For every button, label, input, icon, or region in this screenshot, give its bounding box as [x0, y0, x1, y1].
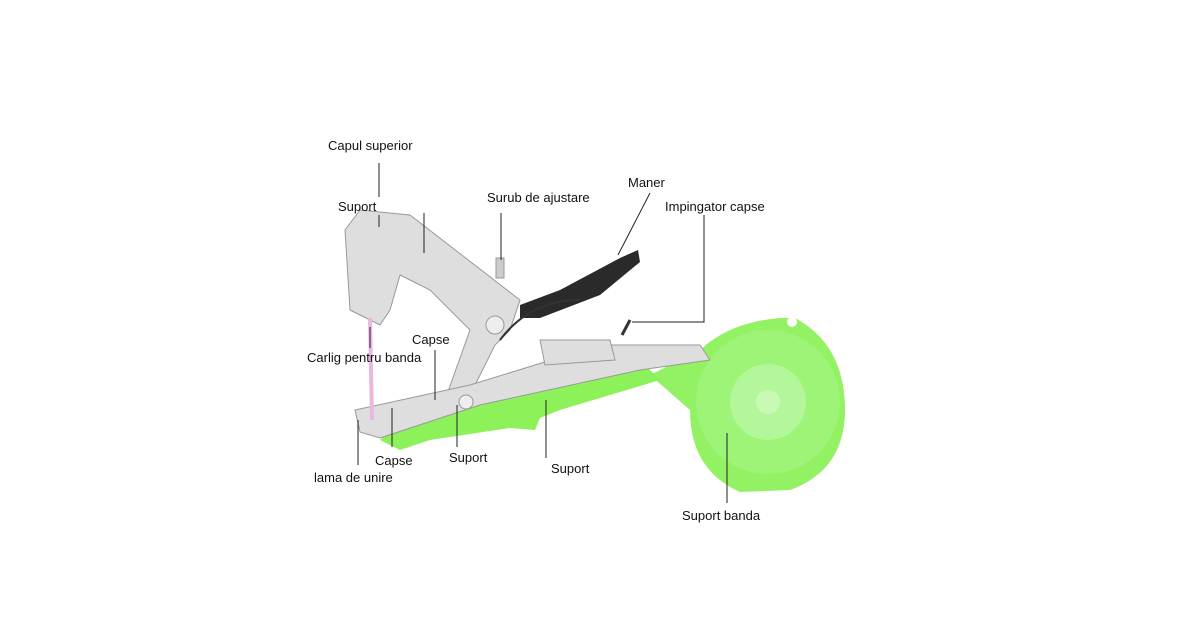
black-handle	[520, 250, 640, 318]
tape-reel	[650, 317, 845, 492]
label-lama-de-unire: lama de unire	[314, 470, 393, 485]
label-capse-top: Capse	[412, 332, 450, 347]
label-suport-bottom-2: Suport	[551, 461, 590, 476]
label-capul-superior: Capul superior	[328, 138, 413, 153]
label-surub-de-ajustare: Surub de ajustare	[487, 190, 590, 205]
label-suport-top: Suport	[338, 199, 377, 214]
leader-lines	[357, 163, 728, 503]
label-capse-bottom: Capse	[375, 453, 413, 468]
label-maner: Maner	[628, 175, 665, 190]
label-carlig-pentru-banda: Carlig pentru banda	[307, 350, 422, 365]
metal-body	[344, 209, 711, 439]
label-suport-banda: Suport banda	[682, 508, 761, 523]
green-base	[380, 365, 660, 450]
label-impingator-capse: Impingator capse	[665, 199, 765, 214]
label-suport-bottom-1: Suport	[449, 450, 488, 465]
